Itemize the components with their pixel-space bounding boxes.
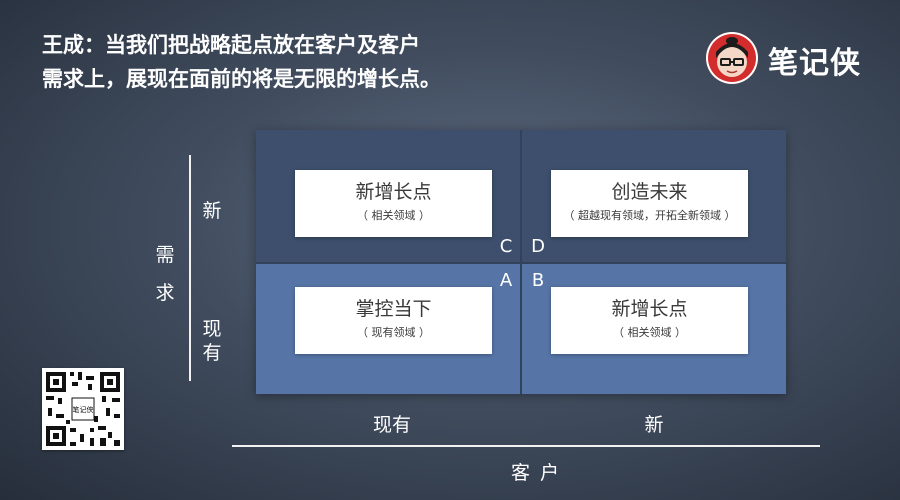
card-c-title: 新增长点	[355, 181, 432, 203]
quadrant-label-a: A	[499, 270, 513, 291]
y-axis-title: 需 求	[150, 236, 180, 312]
y-axis-title-char-2: 求	[155, 282, 175, 304]
matrix-divider-horizontal	[256, 262, 786, 264]
headline: 王成：当我们把战略起点放在客户及客户 需求上，展现在面前的将是无限的增长点。	[42, 28, 602, 96]
card-d-subtitle: （ 超越现有领域，开拓全新领域 ）	[563, 209, 736, 222]
headline-line-1: 王成：当我们把战略起点放在客户及客户	[42, 33, 420, 57]
y-tick-new-label: 新	[202, 200, 222, 222]
x-axis-title: 客户	[510, 462, 569, 484]
y-axis-line	[189, 155, 191, 381]
qr-center-text: 笔记侠	[73, 405, 94, 414]
qr-code-icon: 笔记侠	[42, 368, 124, 450]
card-quadrant-d: 创造未来 （ 超越现有领域，开拓全新领域 ）	[551, 170, 748, 237]
card-b-subtitle: （ 相关领域 ）	[613, 326, 686, 339]
quadrant-label-c: C	[499, 236, 513, 257]
card-a-subtitle: （ 现有领域 ）	[357, 326, 430, 339]
card-d-title: 创造未来	[611, 181, 688, 203]
y-tick-existing-char-1: 现	[202, 318, 222, 340]
quadrant-label-b: B	[531, 270, 545, 291]
card-quadrant-c: 新增长点 （ 相关领域 ）	[295, 170, 492, 237]
card-quadrant-a: 掌控当下 （ 现有领域 ）	[295, 287, 492, 354]
card-a-title: 掌控当下	[355, 298, 432, 320]
y-tick-new: 新	[197, 199, 227, 223]
y-axis-title-char-1: 需	[155, 244, 175, 266]
card-c-subtitle: （ 相关领域 ）	[357, 209, 430, 222]
brand-name: 笔记侠	[768, 46, 861, 81]
x-tick-existing: 现有	[372, 414, 411, 436]
mascot-icon	[706, 32, 758, 84]
x-axis-line	[232, 445, 820, 447]
brand-logo: 笔记侠	[706, 32, 876, 88]
growth-matrix: 新增长点 （ 相关领域 ） 创造未来 （ 超越现有领域，开拓全新领域 ） 掌控当…	[256, 130, 786, 394]
y-tick-existing: 现 有	[197, 317, 227, 365]
x-tick-new: 新	[644, 414, 664, 436]
quadrant-label-d: D	[531, 236, 545, 257]
headline-line-2: 需求上，展现在面前的将是无限的增长点。	[42, 67, 441, 91]
card-b-title: 新增长点	[611, 298, 688, 320]
y-tick-existing-char-2: 有	[202, 342, 222, 364]
card-quadrant-b: 新增长点 （ 相关领域 ）	[551, 287, 748, 354]
